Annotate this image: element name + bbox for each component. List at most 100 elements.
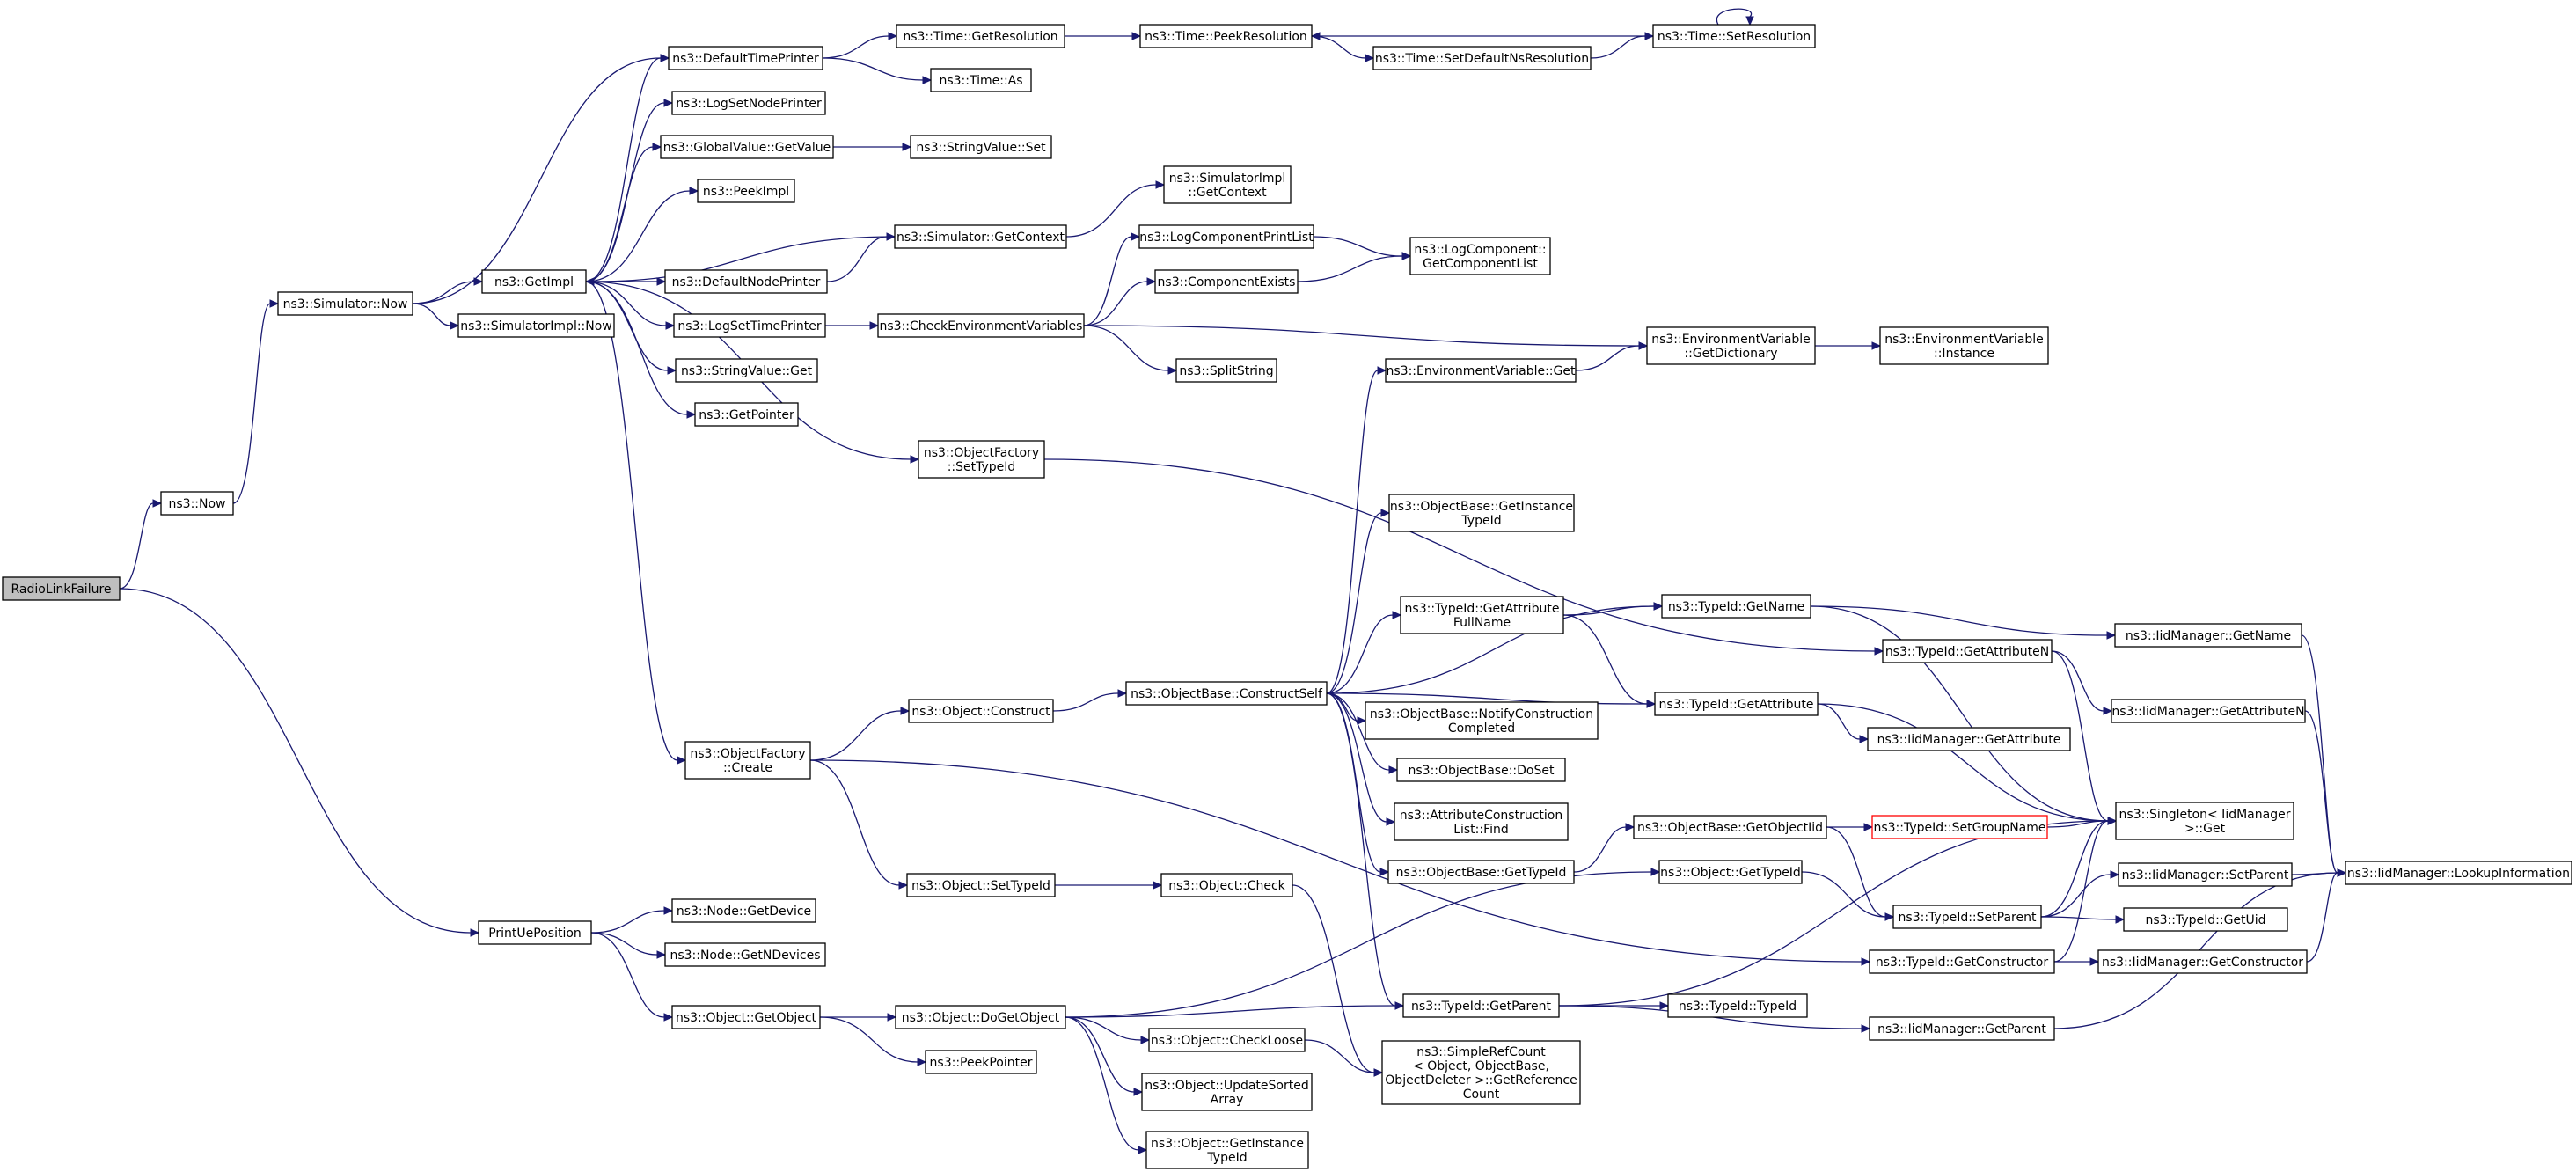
node-obgettypeid[interactable]: ns3::ObjectBase::GetTypeId bbox=[1387, 860, 1575, 884]
node-peekres[interactable]: ns3::Time::PeekResolution bbox=[1139, 24, 1313, 48]
node-tidgetattr[interactable]: ns3::TypeId::GetAttribute bbox=[1654, 692, 1819, 716]
node-setres[interactable]: ns3::Time::SetResolution bbox=[1652, 24, 1816, 48]
node-setdefns[interactable]: ns3::Time::SetDefaultNsResolution bbox=[1372, 46, 1592, 70]
edge-line bbox=[1326, 614, 1394, 694]
edge-arrowhead bbox=[450, 321, 460, 330]
node-defnodeprinter[interactable]: ns3::DefaultNodePrinter bbox=[664, 269, 828, 294]
node-box bbox=[877, 313, 1085, 338]
node-simgetcontext[interactable]: ns3::Simulator::GetContext bbox=[894, 224, 1067, 249]
edge-line bbox=[1326, 605, 1655, 694]
node-objgettypeid[interactable]: ns3::Object::GetTypeId bbox=[1658, 860, 1803, 884]
node-stringvalueget[interactable]: ns3::StringValue::Get bbox=[675, 358, 818, 383]
node-globalvalue[interactable]: ns3::GlobalValue::GetValue bbox=[660, 135, 834, 159]
node-deftimeprinter[interactable]: ns3::DefaultTimePrinter bbox=[668, 46, 823, 70]
node-splitstring[interactable]: ns3::SplitString bbox=[1175, 358, 1277, 383]
node-box bbox=[1879, 326, 2049, 365]
node-nodegetdev[interactable]: ns3::Node::GetDevice bbox=[671, 898, 816, 923]
node-ofcreate[interactable]: ns3::ObjectFactory::Create bbox=[684, 741, 811, 780]
edge-deftimeprinter-to-timeas bbox=[822, 57, 933, 84]
node-objcheck[interactable]: ns3::Object::Check bbox=[1160, 873, 1293, 897]
node-root[interactable]: RadioLinkFailure bbox=[2, 576, 121, 601]
node-iidgetname[interactable]: ns3::IidManager::GetName bbox=[2114, 623, 2302, 648]
node-objsettypeid[interactable]: ns3::Object::SetTypeId bbox=[906, 873, 1056, 897]
node-label: ns3::TypeId::GetAttribute bbox=[1659, 698, 1814, 712]
node-now[interactable]: ns3::Now bbox=[160, 491, 234, 516]
node-envgetdict[interactable]: ns3::EnvironmentVariable::GetDictionary bbox=[1646, 326, 1816, 365]
node-logcompprint[interactable]: ns3::LogComponentPrintList bbox=[1138, 224, 1314, 249]
node-tidgetctor[interactable]: ns3::TypeId::GetConstructor bbox=[1869, 949, 2055, 974]
edge-line bbox=[585, 102, 665, 282]
node-compexists[interactable]: ns3::ComponentExists bbox=[1154, 269, 1299, 294]
edge-line bbox=[1083, 281, 1148, 326]
node-box bbox=[1409, 237, 1551, 275]
node-box bbox=[1871, 815, 2048, 839]
node-box bbox=[1402, 993, 1560, 1018]
node-simplerefcount[interactable]: ns3::SimpleRefCount< Object, ObjectBase,… bbox=[1381, 1040, 1581, 1105]
node-singleton[interactable]: ns3::Singleton< IidManager >::Get bbox=[2115, 802, 2294, 840]
node-simimplnow[interactable]: ns3::SimulatorImpl::Now bbox=[457, 313, 615, 338]
node-simimplgetctx[interactable]: ns3::SimulatorImpl::GetContext bbox=[1163, 165, 1292, 204]
node-obgetobjiid[interactable]: ns3::ObjectBase::GetObjectIid bbox=[1633, 815, 1827, 839]
node-objgetobject[interactable]: ns3::Object::GetObject bbox=[671, 1005, 821, 1029]
edge-getimpl-to-ofcreate bbox=[585, 281, 687, 765]
edge-line bbox=[119, 502, 154, 590]
node-tidgetuid[interactable]: ns3::TypeId::GetUid bbox=[2123, 907, 2288, 932]
node-printue[interactable]: PrintUePosition bbox=[478, 920, 592, 945]
node-iidgetparent[interactable]: ns3::IidManager::GetParent bbox=[1869, 1016, 2055, 1041]
node-box bbox=[478, 920, 592, 945]
node-tidgetname[interactable]: ns3::TypeId::GetName bbox=[1661, 594, 1811, 619]
node-tidsetgroup[interactable]: ns3::TypeId::SetGroupName bbox=[1871, 815, 2048, 839]
edge-getimpl-to-peekimpl bbox=[585, 187, 699, 282]
node-envget[interactable]: ns3::EnvironmentVariable::Get bbox=[1385, 358, 1577, 383]
node-ofsettypeid[interactable]: ns3::ObjectFactory::SetTypeId bbox=[918, 440, 1045, 479]
node-logsettimeprinter[interactable]: ns3::LogSetTimePrinter bbox=[673, 313, 826, 338]
node-iidsetparent[interactable]: ns3::IidManager::SetParent bbox=[2118, 862, 2293, 887]
node-tidtypeid[interactable]: ns3::TypeId::TypeId bbox=[1667, 993, 1808, 1018]
node-iidlookup[interactable]: ns3::IidManager::LookupInformation bbox=[2345, 861, 2572, 885]
node-box bbox=[673, 313, 826, 338]
node-peekimpl[interactable]: ns3::PeekImpl bbox=[697, 179, 795, 203]
node-objdogetobject[interactable]: ns3::Object::DoGetObject bbox=[895, 1005, 1066, 1029]
node-tidgetattrn[interactable]: ns3::TypeId::GetAttributeN bbox=[1882, 639, 2053, 663]
node-obconstructself[interactable]: ns3::ObjectBase::ConstructSelf bbox=[1125, 681, 1328, 706]
node-getpointer[interactable]: ns3::GetPointer bbox=[694, 402, 799, 427]
node-box bbox=[908, 699, 1054, 723]
node-checkenv[interactable]: ns3::CheckEnvironmentVariables bbox=[877, 313, 1085, 338]
node-timeas[interactable]: ns3::Time::As bbox=[930, 68, 1032, 92]
node-iidgetattrn[interactable]: ns3::IidManager::GetAttributeN bbox=[2111, 699, 2306, 723]
node-tidsetparent[interactable]: ns3::TypeId::SetParent bbox=[1892, 905, 2042, 929]
node-objcheckloose[interactable]: ns3::Object::CheckLoose bbox=[1148, 1028, 1306, 1052]
edge-line bbox=[412, 57, 662, 304]
edge-arrowhead bbox=[2115, 915, 2126, 924]
edge-line bbox=[2040, 916, 2117, 920]
node-objconstruct[interactable]: ns3::Object::Construct bbox=[908, 699, 1054, 723]
node-logsetnodeprinter[interactable]: ns3::LogSetNodePrinter bbox=[671, 91, 826, 115]
node-simnow[interactable]: ns3::Simulator::Now bbox=[277, 291, 413, 316]
node-nodegetndev[interactable]: ns3::Node::GetNDevices bbox=[664, 942, 826, 967]
node-timegetres[interactable]: ns3::Time::GetResolution bbox=[896, 24, 1065, 48]
edge-line bbox=[809, 710, 902, 761]
node-iidgetattr[interactable]: ns3::IidManager::GetAttribute bbox=[1867, 727, 2071, 751]
node-box bbox=[1400, 596, 1564, 634]
node-obdoset[interactable]: ns3::ObjectBase::DoSet bbox=[1396, 758, 1566, 782]
node-box bbox=[1388, 494, 1575, 532]
node-envinstance[interactable]: ns3::EnvironmentVariable::Instance bbox=[1879, 326, 2049, 365]
node-getimpl[interactable]: ns3::GetImpl bbox=[481, 269, 587, 294]
node-logcompgetlist[interactable]: ns3::LogComponent::GetComponentList bbox=[1409, 237, 1551, 275]
node-tidgetparent[interactable]: ns3::TypeId::GetParent bbox=[1402, 993, 1560, 1018]
edge-line bbox=[1562, 605, 1655, 616]
node-stringvalueset[interactable]: ns3::StringValue::Set bbox=[910, 135, 1052, 159]
edge-arrowhead bbox=[1140, 1036, 1151, 1044]
node-label: ns3::GetImpl bbox=[494, 275, 574, 289]
node-obnotify[interactable]: ns3::ObjectBase::NotifyConstructionCompl… bbox=[1365, 701, 1599, 740]
node-label: ns3::TypeId::GetParent bbox=[1411, 1000, 1551, 1014]
edge-tidgetattr-to-iidgetattr bbox=[1817, 703, 1870, 743]
node-iidgetctor[interactable]: ns3::IidManager::GetConstructor bbox=[2097, 949, 2308, 974]
node-peekpointer[interactable]: ns3::PeekPointer bbox=[925, 1050, 1037, 1074]
